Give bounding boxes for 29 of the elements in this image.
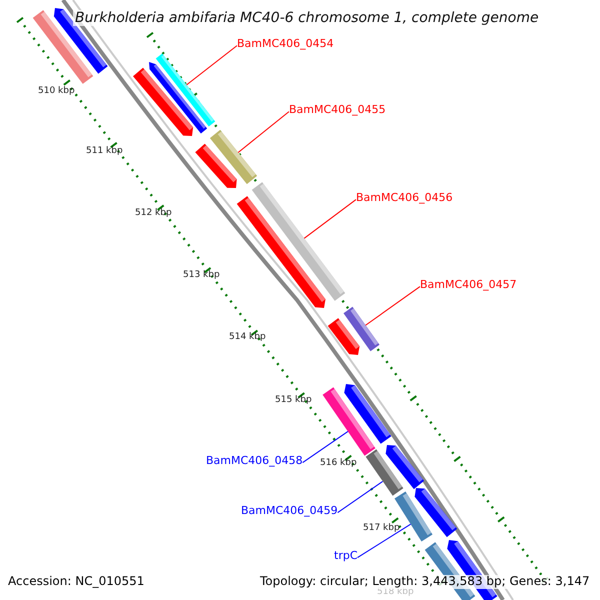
scale-label: 517 kbp [363,523,400,534]
gene-label: BamMC406_0455 [289,104,386,117]
leader-line [337,480,384,514]
scale-label: 513 kbp [183,270,220,280]
gene-label: BamMC406_0457 [420,279,517,292]
scale-label: 516 kbp [320,458,357,468]
gene-label: BamMC406_0456 [356,192,453,205]
leader-line [365,286,420,326]
gene-label: BamMC406_0458 [206,455,303,468]
gene-feature [344,306,380,352]
footer-text: Topology: circular; Length: 3,443,583 bp; Genes: 3,147 [260,575,590,589]
leader-line [357,524,412,558]
gene-feature [156,54,216,126]
scale-label: 512 kbp [135,208,172,218]
leader-line [238,111,290,153]
scale-label: 510 kbp [38,86,75,96]
leader-line [186,45,238,86]
scale-label: 515 kbp [275,395,312,406]
scale-label: 514 kbp [229,332,266,342]
leader-line [304,199,356,239]
gene-feature [252,182,346,301]
gene-feature [210,130,258,184]
footer-text: Accession: NC_010551 [8,575,144,589]
scale-label: 518 kbp [377,587,414,598]
scale-label: 511 kbp [86,146,123,156]
title: Burkholderia ambifaria MC40-6 chromosome 1, complete genome [73,10,541,26]
gene-label: BamMC406_0454 [237,38,334,51]
gene-label: BamMC406_0459 [241,505,338,518]
gene-label: trpC [334,550,358,563]
